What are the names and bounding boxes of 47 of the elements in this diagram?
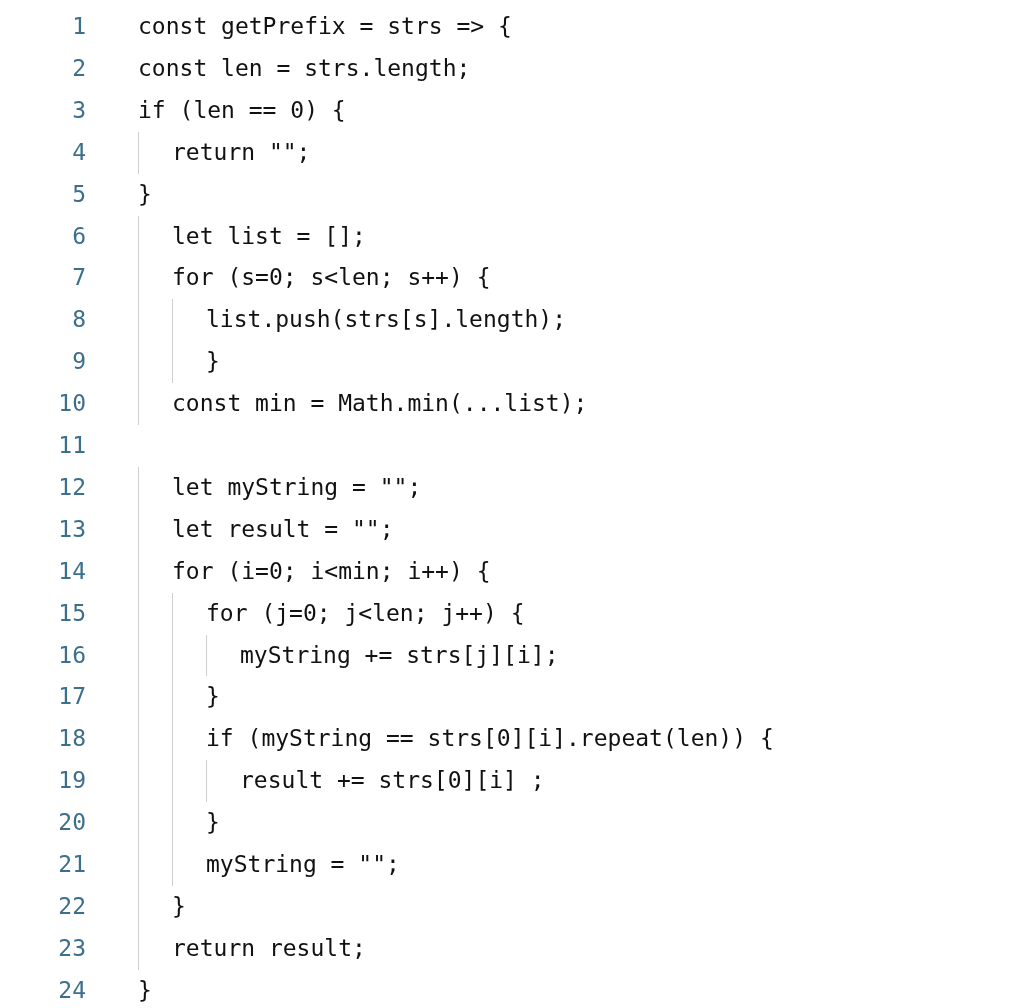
code-line: } [206,808,220,838]
code-line: const getPrefix = strs => { [138,12,512,41]
line-number: 20 [57,808,86,838]
line-number: 5 [71,179,86,209]
code-line: let result = ""; [172,514,394,544]
line-number: 9 [71,347,86,377]
code-line: } [206,682,220,712]
code-line: const min = Math.min(...list); [172,389,588,419]
line-number: 15 [57,598,86,628]
code-line: } [172,891,186,921]
line-number: 13 [57,514,86,544]
code-line: } [206,347,220,377]
line-number: 8 [71,305,86,335]
code-line: } [138,975,152,1005]
line-number: 17 [57,682,86,712]
code-line: return ""; [172,137,311,167]
code-line: myString = ""; [206,850,400,879]
code-line: result += strs[0][i] ; [240,766,545,796]
code-line: } [138,179,152,209]
line-number: 19 [57,766,86,796]
code-line: return result; [172,933,366,963]
code-line: for (j=0; j<len; j++) { [206,598,525,628]
line-number: 16 [57,640,86,670]
code-line: if (len == 0) { [138,95,346,125]
code-line: if (myString == strs[0][i].repeat(len)) { [206,724,774,754]
line-number: 3 [71,95,86,125]
line-number: 6 [71,221,86,251]
line-number: 12 [57,472,86,502]
code-line: for (i=0; i<min; i++) { [172,556,491,586]
line-number: 23 [57,933,86,963]
line-number: 24 [57,975,86,1005]
code-line: const len = strs.length; [138,53,471,83]
line-number: 2 [71,53,86,83]
line-number: 4 [71,137,86,167]
line-number: 18 [57,724,86,754]
line-number: 22 [57,891,86,921]
code-line: list.push(strs[s].length); [206,305,567,335]
code-line: let myString = ""; [172,472,422,502]
line-number: 1 [71,12,86,41]
code-line: let list = []; [172,221,366,251]
line-number: 7 [71,263,86,293]
line-number: 11 [57,431,86,460]
line-number: 10 [57,389,86,419]
code-line: for (s=0; s<len; s++) { [172,263,491,293]
code-line: myString += strs[j][i]; [240,640,559,670]
line-number: 21 [57,850,86,879]
line-number: 14 [57,556,86,586]
